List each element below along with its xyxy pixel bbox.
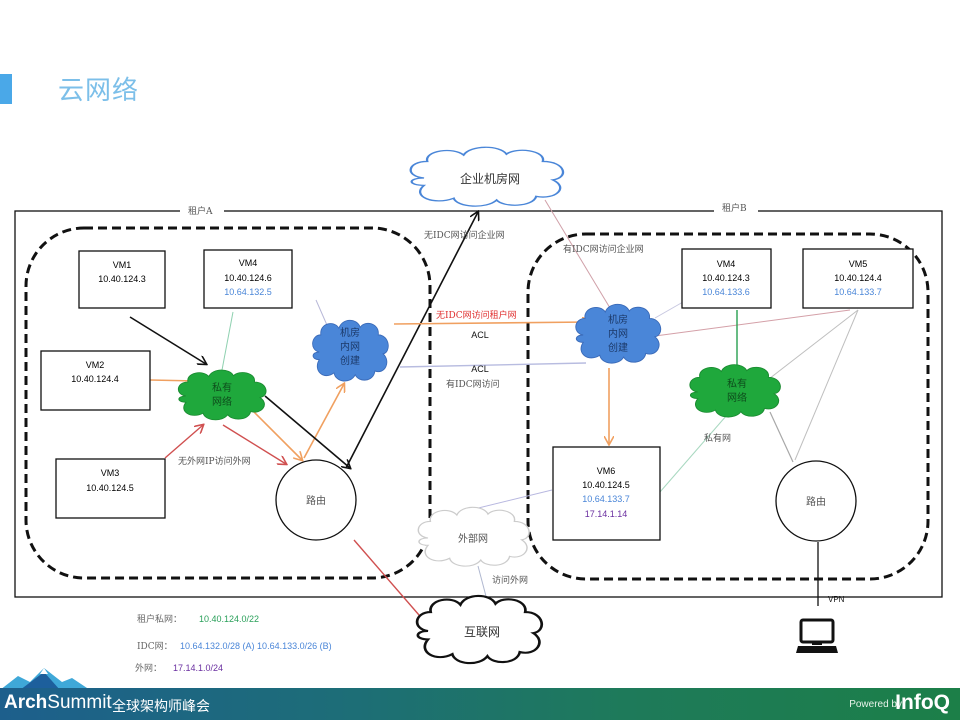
- edge-enterprise-idc-b: [544, 199, 611, 309]
- vm-box: VM4 10.40.124.3 10.64.133.6: [681, 248, 772, 309]
- svg-text:10.40.124.3: 10.40.124.3: [702, 273, 750, 283]
- svg-text:机房: 机房: [340, 326, 360, 339]
- edge-external-internet: [477, 565, 488, 601]
- edge-idc-a-b: [399, 362, 587, 368]
- external-network-cloud: 外部网: [417, 506, 530, 567]
- vm-box: VM4 10.40.124.6 10.64.132.5: [203, 249, 293, 309]
- edge-vm5-router: [794, 309, 859, 461]
- slide-title: 云网络: [58, 76, 140, 106]
- private-network-cloud-a: 私有 网络: [177, 369, 267, 421]
- svg-text:外部网: 外部网: [458, 532, 488, 545]
- legend-label: IDC网：: [137, 641, 173, 652]
- svg-text:10.40.124.4: 10.40.124.4: [71, 374, 119, 384]
- vm-box: VM6 10.40.124.5 10.64.133.7 17.14.1.14: [552, 446, 661, 541]
- edge-vm5-private: [764, 309, 859, 383]
- svg-text:10.64.133.6: 10.64.133.6: [702, 287, 750, 297]
- network-diagram: 租户A 租户B VM1 10.40.124.3 VM4 10.40.124.6 …: [14, 146, 943, 674]
- svg-text:10.64.133.7: 10.64.133.7: [582, 494, 630, 504]
- svg-text:路由: 路由: [306, 494, 326, 507]
- legend-value: 17.14.1.0/24: [173, 663, 223, 673]
- private-network-cloud-b: 私有 网络: [689, 364, 781, 418]
- router-a: 路由: [275, 459, 357, 541]
- svg-text:10.40.124.4: 10.40.124.4: [834, 273, 882, 283]
- label-has-idc-enterprise: 有IDC网访问企业网: [563, 243, 644, 255]
- computer-icon: [796, 618, 838, 653]
- arrow-vm1-private: [129, 316, 206, 364]
- arrow-vm3-private: [164, 425, 203, 459]
- edge-idc-b-vm4b: [654, 301, 684, 319]
- legend-label: 租户私网：: [137, 613, 182, 625]
- arrow-private-router-red: [222, 424, 286, 464]
- arrow-router-idc: [303, 384, 344, 459]
- tenant-a-region: [24, 226, 432, 580]
- tenant-a-label: 租户A: [188, 205, 213, 217]
- svg-text:VM6: VM6: [597, 466, 616, 476]
- svg-text:路由: 路由: [806, 495, 826, 508]
- svg-text:私有: 私有: [212, 381, 232, 394]
- label-acl-2: ACL: [471, 364, 489, 374]
- svg-text:VM1: VM1: [113, 260, 132, 270]
- svg-text:网络: 网络: [212, 395, 232, 408]
- footer-bar: ArchSummit 全球架构师峰会 Powered by InfoQ: [0, 688, 960, 720]
- svg-text:内网: 内网: [608, 327, 628, 340]
- arrow-idc-a-idc-b: [393, 322, 590, 324]
- svg-text:VM3: VM3: [101, 468, 120, 478]
- svg-text:10.64.132.5: 10.64.132.5: [224, 287, 272, 297]
- svg-text:VM4: VM4: [239, 258, 258, 268]
- label-private-net: 私有网: [704, 432, 731, 444]
- legend-label: 外网：: [135, 662, 162, 674]
- svg-text:互联网: 互联网: [464, 625, 500, 639]
- tenant-b-label: 租户B: [722, 202, 747, 214]
- footer-subtitle: 全球架构师峰会: [112, 699, 210, 715]
- svg-text:私有: 私有: [727, 377, 747, 390]
- legend-value: 10.64.132.0/28 (A) 10.64.133.0/26 (B): [180, 641, 332, 651]
- label-no-idc-enterprise: 无IDC网访问企业网: [424, 229, 505, 241]
- edge-private-router-b: [769, 411, 794, 463]
- svg-text:10.64.133.7: 10.64.133.7: [834, 287, 882, 297]
- legend: 租户私网： 10.40.124.0/22 IDC网： 10.64.132.0/2…: [135, 613, 332, 674]
- powered-by-text: Powered by: [849, 699, 902, 710]
- vm-box: VM3 10.40.124.5: [55, 458, 166, 519]
- vm-box: VM1 10.40.124.3: [78, 250, 166, 309]
- enterprise-idc-cloud: 企业机房网: [409, 146, 565, 208]
- svg-text:10.40.124.3: 10.40.124.3: [98, 274, 146, 284]
- label-vpn: VPN: [828, 595, 845, 604]
- title-accent-bar: [0, 74, 12, 104]
- legend-value: 10.40.124.0/22: [199, 614, 259, 624]
- svg-text:10.40.124.5: 10.40.124.5: [86, 483, 134, 493]
- archsummit-logo-mountains: [0, 668, 90, 690]
- svg-text:VM4: VM4: [717, 259, 736, 269]
- edge-vm4a-private: [221, 311, 234, 371]
- label-access-external: 访问外网: [492, 574, 528, 586]
- arrow-router-enterprise: [345, 212, 478, 469]
- router-b: 路由: [775, 460, 857, 542]
- svg-text:10.40.124.5: 10.40.124.5: [582, 480, 630, 490]
- label-acl-1: ACL: [471, 330, 489, 340]
- svg-text:机房: 机房: [608, 313, 628, 326]
- svg-text:VM5: VM5: [849, 259, 868, 269]
- svg-text:VM2: VM2: [86, 360, 105, 370]
- svg-text:网络: 网络: [727, 391, 747, 404]
- arrow-private-router-black: [264, 395, 350, 468]
- label-no-idc-tenant: 无IDC网访问租户网: [436, 309, 517, 321]
- label-no-external-ip: 无外网IP访问外网: [178, 455, 251, 467]
- svg-text:17.14.1.14: 17.14.1.14: [585, 509, 628, 519]
- arrow-private-router-orange: [251, 409, 302, 460]
- idc-network-cloud-b: 机房 内网 创建: [575, 303, 662, 364]
- idc-network-cloud-a: 机房 内网 创建: [312, 319, 389, 382]
- footer-brand: ArchSummit: [4, 692, 112, 713]
- infoq-logo: InfoQ: [895, 691, 950, 714]
- svg-text:10.40.124.6: 10.40.124.6: [224, 273, 272, 283]
- label-has-idc-access: 有IDC网访问: [446, 378, 500, 390]
- svg-text:企业机房网: 企业机房网: [460, 171, 520, 186]
- vm-box: VM5 10.40.124.4 10.64.133.7: [802, 248, 914, 309]
- tenant-b-region: [526, 232, 930, 581]
- edge-idc-b-vm5: [654, 309, 851, 337]
- svg-text:内网: 内网: [340, 340, 360, 353]
- svg-text:创建: 创建: [608, 341, 628, 354]
- vm-box: VM2 10.40.124.4: [40, 350, 151, 411]
- internet-cloud: 互联网: [415, 594, 544, 665]
- svg-text:创建: 创建: [340, 354, 360, 367]
